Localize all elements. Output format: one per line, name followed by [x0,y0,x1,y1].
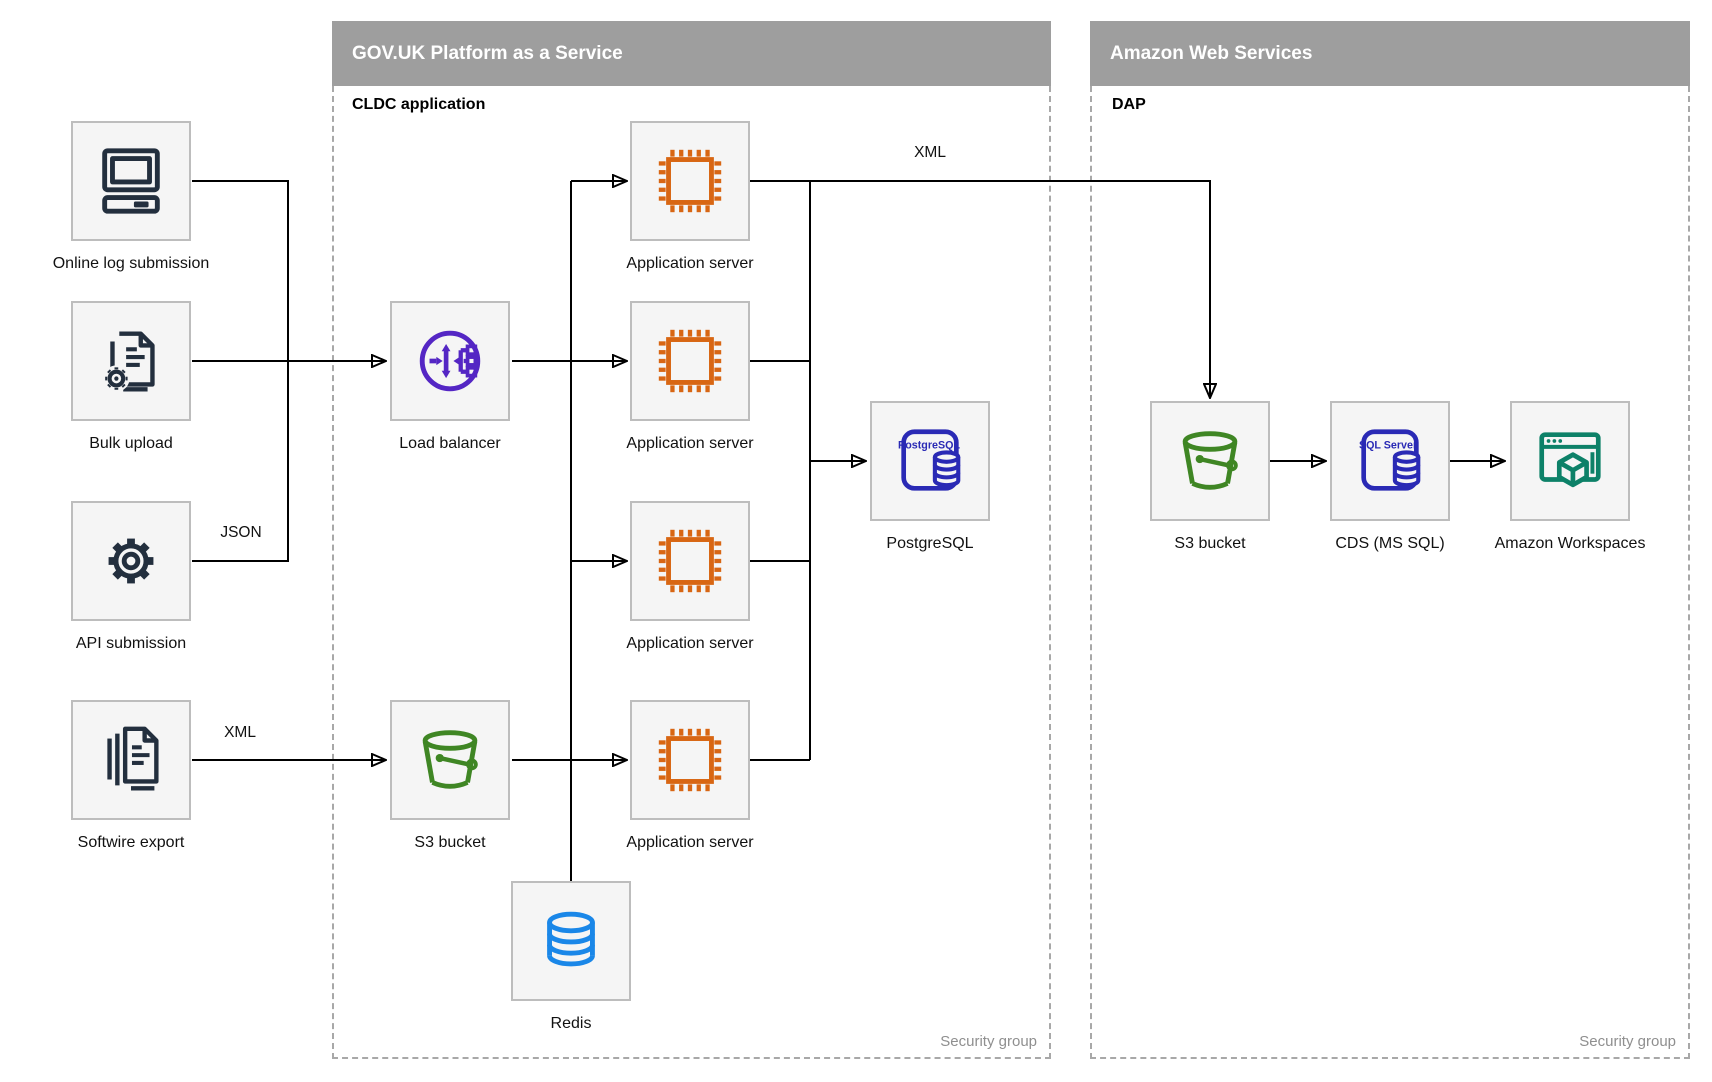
node-aws-s3-bucket [1150,401,1270,521]
postgresql-icon-text: PostgreSQL [898,439,960,451]
database-cylinder-icon [547,911,595,967]
sql-server-icon-text: SQL Server [1359,439,1418,451]
node-api-submission [71,501,191,621]
paas-region-titlebar: GOV.UK Platform as a Service [332,21,1051,86]
node-label: Application server [626,435,754,452]
node-label: Load balancer [399,435,501,452]
edge-label-xml-softwire: XML [224,724,256,741]
paas-region-border [332,86,1051,1059]
node-cds-ms-sql: SQL Server [1330,401,1450,521]
node-label: Online log submission [52,255,210,272]
node-postgresql: PostgreSQL [870,401,990,521]
node-online-log-submission [71,121,191,241]
node-bulk-upload [71,301,191,421]
load-balancer-icon [419,330,481,392]
cpu-chip-icon [658,329,722,393]
cpu-chip-icon [658,529,722,593]
node-label: S3 bucket [414,834,486,851]
node-load-balancer [390,301,510,421]
node-application-server-4 [630,700,750,820]
edge-onlinelog-api-merge [192,180,289,562]
cpu-chip-icon [658,728,722,792]
document-gear-icon [103,331,155,392]
node-label: PostgreSQL [886,535,974,552]
node-application-server-1 [630,121,750,241]
aws-region-sublabel: DAP [1112,96,1146,113]
node-label: S3 bucket [1174,535,1246,552]
node-softwire-export [71,700,191,820]
postgresql-database-icon: PostgreSQL [898,429,960,491]
aws-security-group-label: Security group [1579,1033,1676,1050]
amazon-workspaces-icon [1539,432,1601,488]
gear-icon [108,538,154,584]
node-label: Bulk upload [89,435,173,452]
edge-label-json: JSON [220,524,262,541]
s3-bucket-icon [422,730,478,789]
node-label: Redis [550,1015,592,1032]
node-amazon-workspaces [1510,401,1630,521]
node-label: Application server [626,834,754,851]
node-label: Amazon Workspaces [1494,535,1646,552]
paas-security-group-label: Security group [940,1033,1037,1050]
node-label: Application server [626,255,754,272]
node-paas-s3-bucket [390,700,510,820]
node-redis [511,881,631,1001]
aws-region-border [1090,86,1690,1059]
node-label: Application server [626,635,754,652]
s3-bucket-icon [1182,431,1238,490]
aws-region-titlebar: Amazon Web Services [1090,21,1690,86]
paas-region-sublabel: CLDC application [352,96,486,113]
edge-label-xml-to-aws: XML [914,144,946,161]
cpu-chip-icon [658,149,722,213]
node-label: Softwire export [77,834,185,851]
node-label: CDS (MS SQL) [1335,535,1445,552]
node-application-server-3 [630,501,750,621]
desktop-computer-icon [102,148,160,214]
sql-server-database-icon: SQL Server [1359,429,1421,491]
document-stack-icon [107,726,159,791]
node-application-server-2 [630,301,750,421]
node-label: API submission [75,635,187,652]
